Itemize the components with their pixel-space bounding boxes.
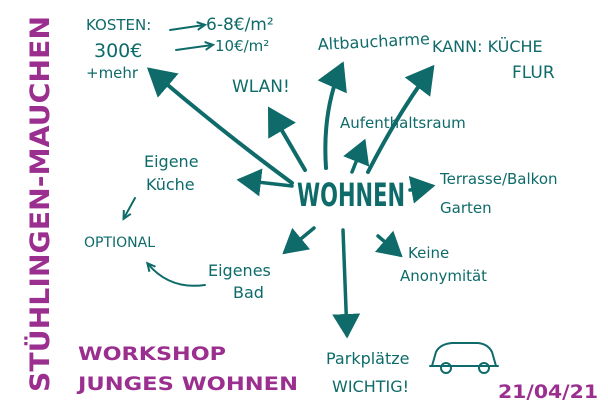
workshop-line1: WORKSHOP (78, 343, 226, 365)
connectors (124, 25, 436, 339)
anonym-line2: Anonymität (400, 267, 487, 285)
center-label: WOHNEN (297, 176, 405, 214)
wlan-label: WLAN! (232, 77, 290, 97)
park-line1: Parkplätze (326, 349, 410, 368)
kueche-line1: Eigene (144, 152, 199, 171)
kosten-extra: +mehr (86, 64, 139, 82)
arrow-to-wlan (267, 106, 307, 172)
arrow-to-kosten (146, 67, 294, 185)
arrow-kosten-range2 (175, 45, 212, 51)
kosten-range2: 10€/m² (215, 37, 269, 55)
arrow-kosten-range1 (169, 25, 204, 31)
arrow-to-altbau (317, 61, 347, 170)
vertical-title: STÜHLINGEN-MAUCHEN (23, 16, 56, 392)
bad-line1: Eigenes (208, 261, 271, 280)
kosten-label: KOSTEN: (86, 16, 151, 34)
arrow-bad-to-optional (148, 264, 206, 287)
optional-label: OPTIONAL (84, 235, 155, 251)
arrow-kueche-to-optional (124, 197, 136, 218)
kann-line1: KANN: KÜCHE (432, 37, 543, 56)
terrasse-line1: Terrasse/Balkon (439, 170, 558, 188)
park-line2: WICHTIG! (332, 377, 409, 396)
arrow-to-anonym (374, 230, 403, 258)
anonym-line1: Keine (408, 244, 449, 262)
terrasse-line2: Garten (440, 199, 492, 217)
arrow-to-park (332, 228, 361, 339)
arrow-to-bad (282, 226, 316, 255)
aufenthalt-label: Aufenthaltsraum (340, 114, 466, 132)
car-icon (429, 342, 499, 374)
kann-line2: FLUR (512, 63, 555, 83)
arrow-to-kueche (236, 168, 294, 197)
workshop-line2: JUNGES WOHNEN (76, 373, 298, 395)
arrow-to-aufenthalt (343, 138, 370, 174)
kosten-range1: 6-8€/m² (206, 15, 274, 35)
arrow-to-kann (366, 64, 435, 174)
bad-line2: Bad (233, 283, 264, 302)
arrow-to-terrasse (408, 175, 436, 204)
date: 21/04/21 (498, 381, 598, 403)
altbau-label: Altbaucharme (317, 29, 430, 54)
kosten-amount: 300€ (94, 40, 142, 62)
kueche-line2: Küche (146, 175, 195, 194)
